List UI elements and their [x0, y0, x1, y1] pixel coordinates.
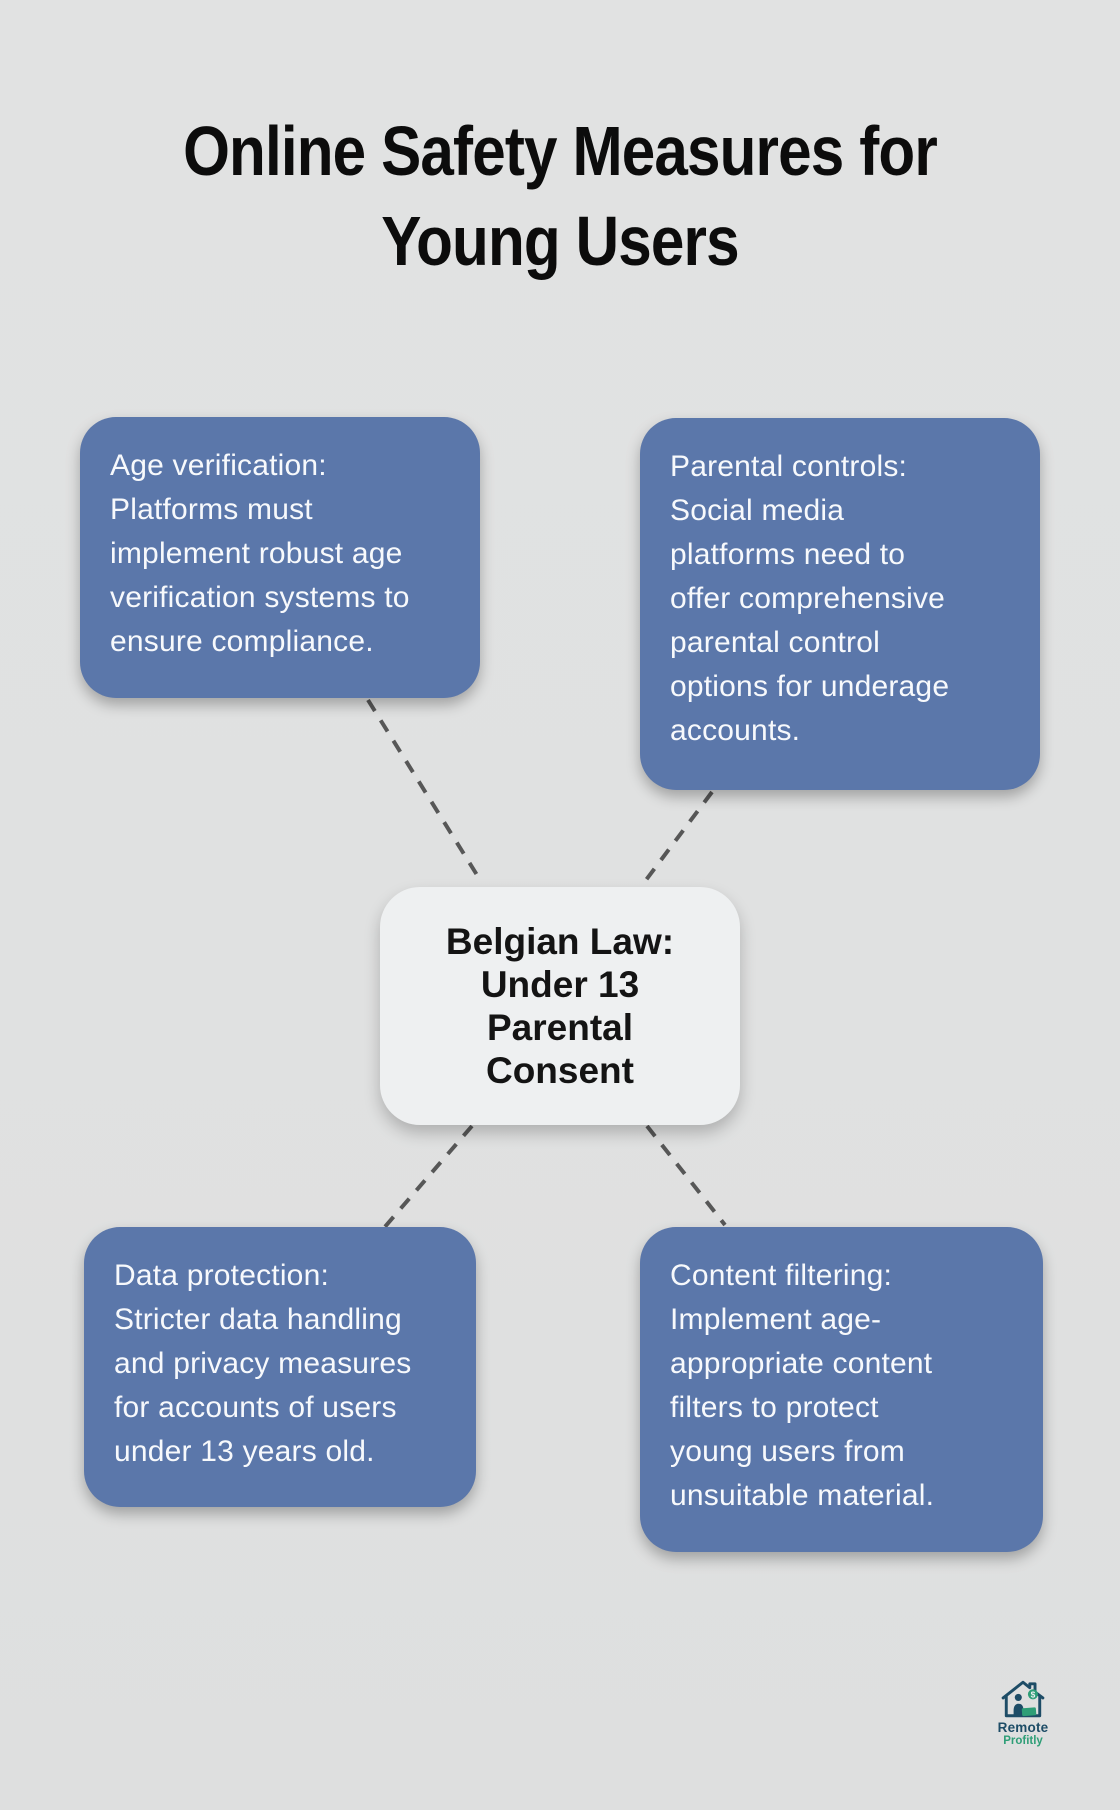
dollar-sign: $ — [1031, 1689, 1036, 1699]
node-age-verification: Age verification: Platforms must impleme… — [80, 417, 480, 698]
logo-wordmark-remote: Remote — [997, 1720, 1049, 1735]
node-content-filtering-text: Content filtering: Implement age- approp… — [670, 1259, 935, 1512]
title-line-1: Online Safety Measures for — [183, 112, 938, 190]
connector-top-left — [366, 698, 484, 885]
center-node-text: Belgian Law: Under 13 Parental Consent — [445, 921, 675, 1091]
node-parental-controls-text: Parental controls: Social media platform… — [670, 450, 950, 747]
house-laptop-icon: $ — [1001, 1680, 1045, 1718]
node-content-filtering: Content filtering: Implement age- approp… — [640, 1227, 1043, 1552]
connector-top-right — [638, 790, 714, 890]
person-body-icon — [1013, 1703, 1024, 1716]
node-data-protection: Data protection: Stricter data handling … — [84, 1227, 476, 1507]
logo-wordmark-profitly: Profitly — [1003, 1735, 1043, 1747]
connector-bottom-left — [381, 1124, 474, 1231]
dollar-coin-icon — [1027, 1689, 1038, 1700]
center-node: Belgian Law: Under 13 Parental Consent — [380, 887, 740, 1125]
title-line-2: Young Users — [381, 202, 739, 280]
page-title: Online Safety Measures for Young Users — [0, 106, 1120, 286]
person-head-icon — [1014, 1693, 1022, 1701]
node-age-verification-text: Age verification: Platforms must impleme… — [110, 449, 410, 658]
connector-bottom-right — [645, 1124, 727, 1227]
node-data-protection-text: Data protection: Stricter data handling … — [114, 1259, 412, 1468]
remote-profitly-logo: $ Remote Profitly — [986, 1679, 1060, 1747]
laptop-icon — [1021, 1707, 1037, 1717]
node-parental-controls: Parental controls: Social media platform… — [640, 418, 1040, 790]
